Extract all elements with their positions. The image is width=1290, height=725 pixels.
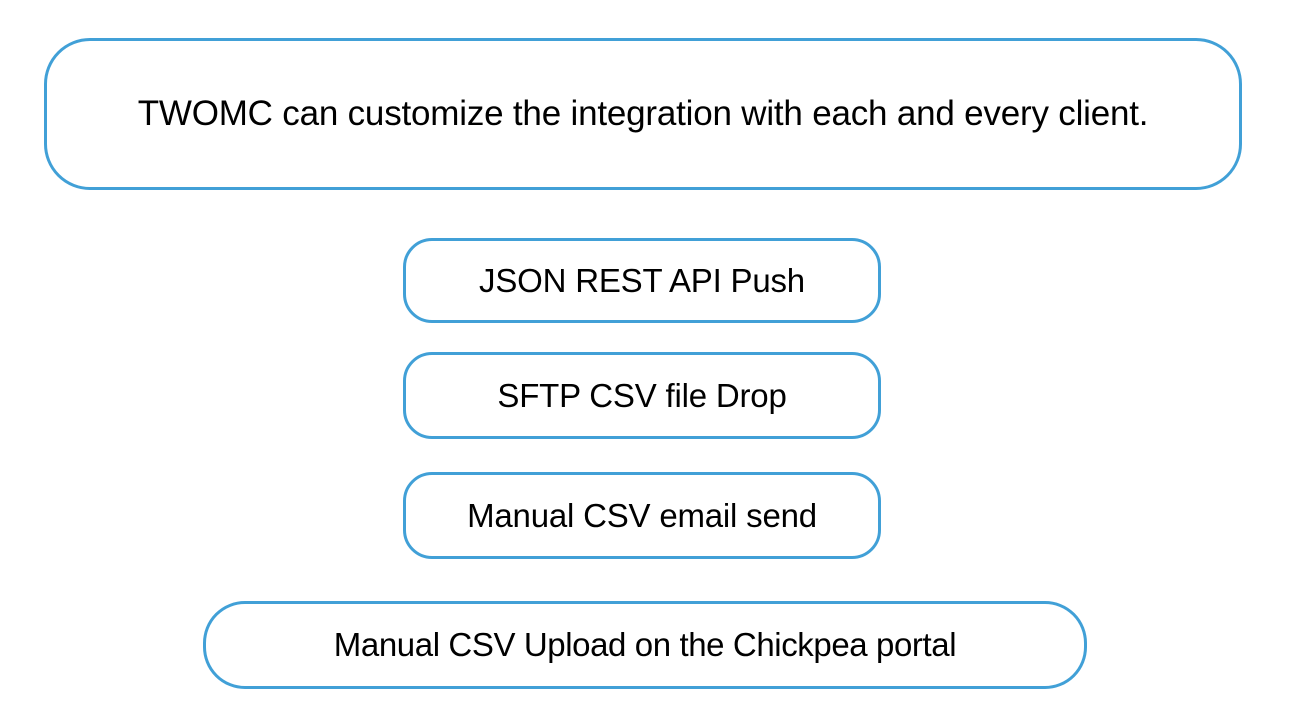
option-box-manual-csv-email-send[interactable]: Manual CSV email send [403,472,881,559]
option-box-sftp-csv-file-drop[interactable]: SFTP CSV file Drop [403,352,881,439]
option-box-label: SFTP CSV file Drop [497,376,787,414]
option-box-label: Manual CSV email send [467,496,817,534]
header-box: TWOMC can customize the integration with… [44,38,1242,190]
header-box-label: TWOMC can customize the integration with… [137,93,1149,133]
option-box-label: JSON REST API Push [479,261,805,299]
option-box-label: Manual CSV Upload on the Chickpea portal [333,626,957,664]
option-box-json-rest-api-push[interactable]: JSON REST API Push [403,238,881,323]
option-box-manual-csv-upload-chickpea-portal[interactable]: Manual CSV Upload on the Chickpea portal [203,601,1087,689]
